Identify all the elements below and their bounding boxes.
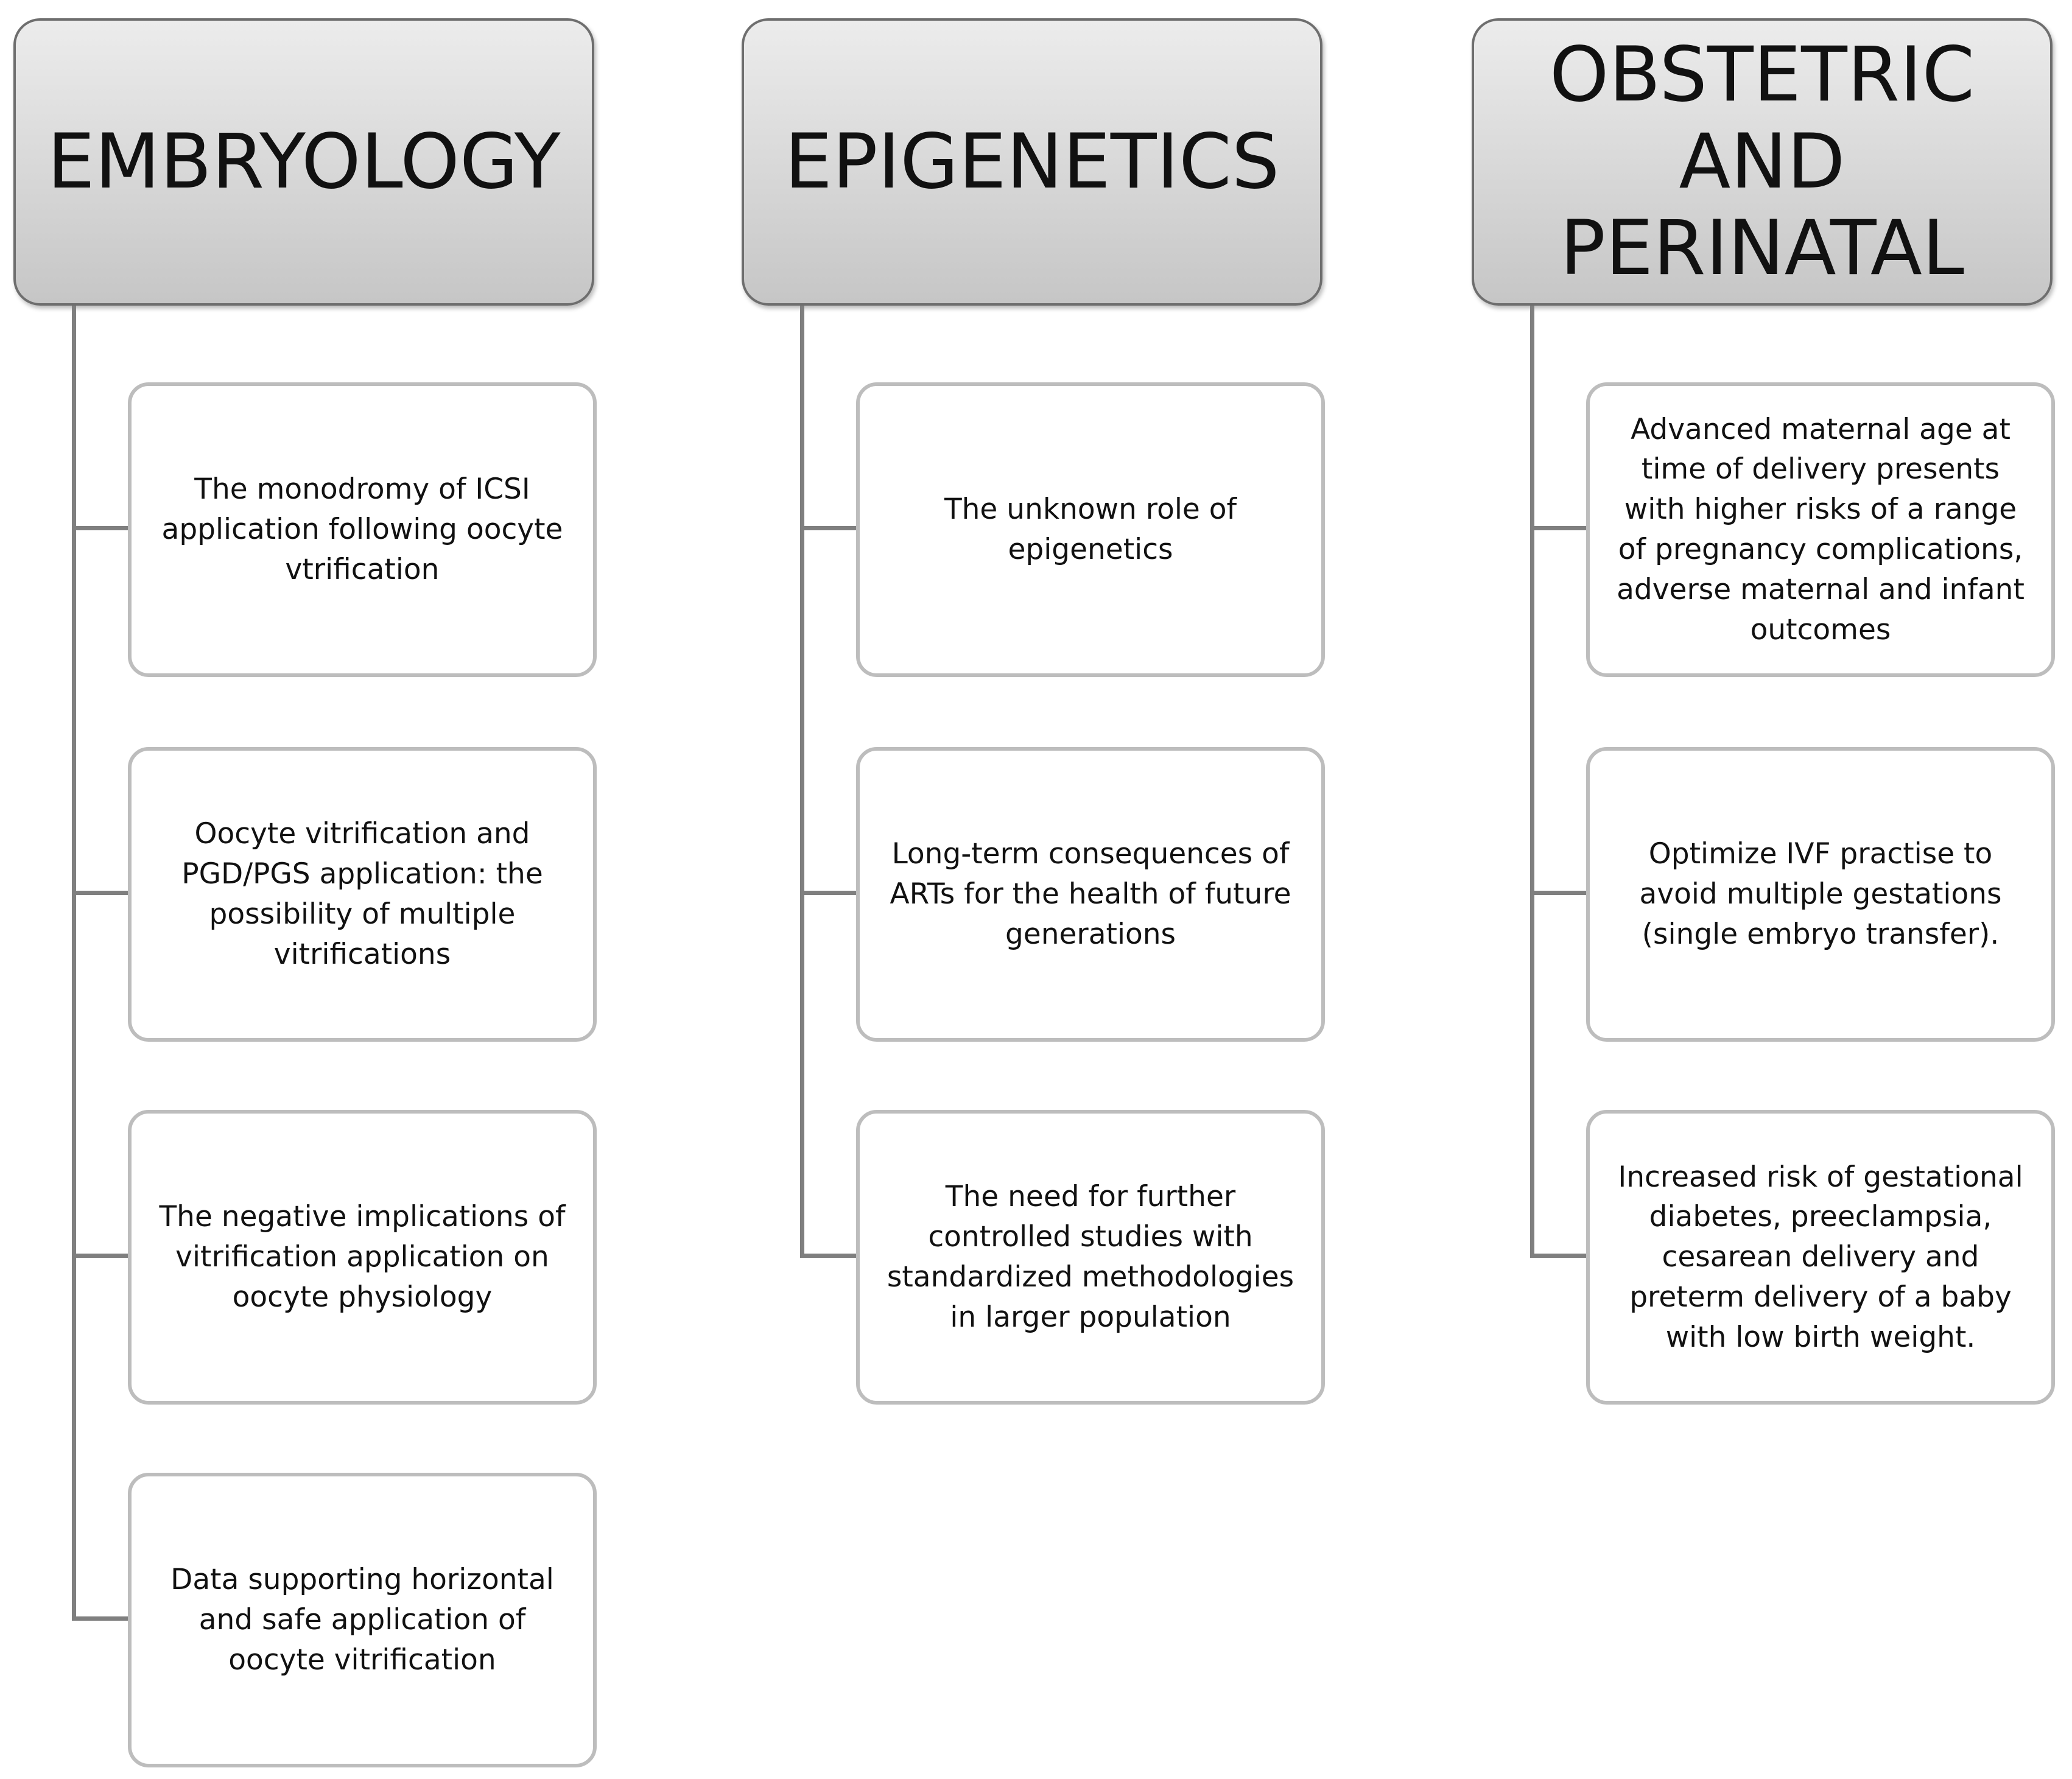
item-box: Optimize IVF practise to avoid multiple … [1586,747,2055,1042]
header-obstetric-perinatal: OBSTETRIC AND PERINATAL [1472,18,2053,306]
column-epigenetics: EPIGENETICS The unknown role of epigenet… [742,0,1350,1779]
item-box: The negative implications of vitrificati… [128,1110,597,1405]
item-box: The need for further controlled studies … [856,1110,1325,1405]
connector-branch [72,891,128,895]
item-box: The unknown role of epigenetics [856,382,1325,677]
item-box: Advanced maternal age at time of deliver… [1586,382,2055,677]
connector-branch [72,1616,128,1621]
connector-branch [800,891,856,895]
connector-branch [1530,891,1586,895]
item-box: Oocyte vitrification and PGD/PGS applica… [128,747,597,1042]
header-epigenetics: EPIGENETICS [742,18,1322,306]
column-obstetric-perinatal: OBSTETRIC AND PERINATAL Advanced materna… [1472,0,2072,1779]
connector-trunk [800,306,804,1258]
connector-trunk [72,306,76,1621]
column-embryology: EMBRYOLOGY The monodromy of ICSI applica… [13,0,622,1779]
item-box: Long-term consequences of ARTs for the h… [856,747,1325,1042]
connector-branch [1530,1254,1586,1258]
item-box: Increased risk of gestational diabetes, … [1586,1110,2055,1405]
connector-branch [800,526,856,530]
connector-branch [800,1254,856,1258]
connector-branch [1530,526,1586,530]
header-embryology: EMBRYOLOGY [13,18,594,306]
connector-trunk [1530,306,1534,1258]
connector-branch [72,1254,128,1258]
connector-branch [72,526,128,530]
item-box: The monodromy of ICSI application follow… [128,382,597,677]
item-box: Data supporting horizontal and safe appl… [128,1473,597,1767]
